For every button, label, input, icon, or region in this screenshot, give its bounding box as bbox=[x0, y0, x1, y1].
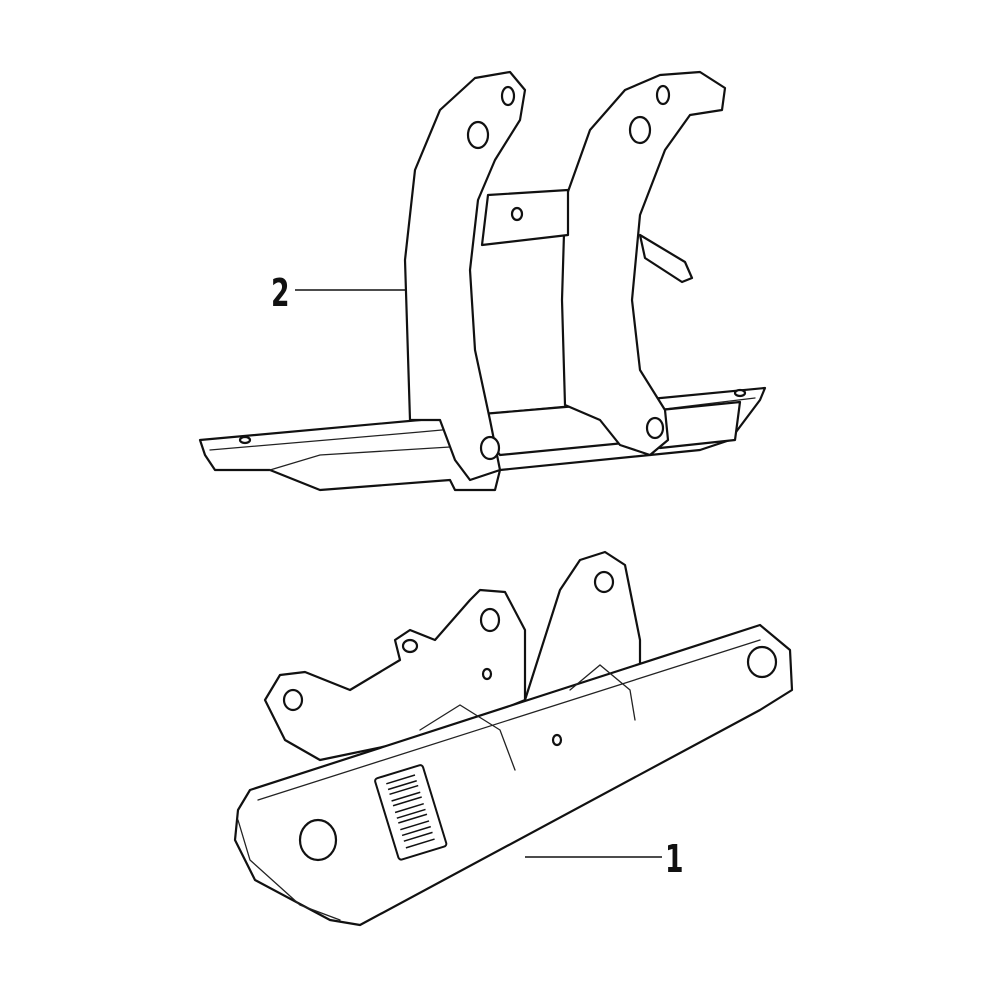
part-1-lower-bracket bbox=[233, 550, 794, 927]
callout-2: 2 bbox=[271, 271, 290, 315]
barcode-label bbox=[374, 764, 448, 861]
part-2-upper-bracket bbox=[198, 70, 767, 492]
callout-1: 1 bbox=[665, 837, 684, 881]
